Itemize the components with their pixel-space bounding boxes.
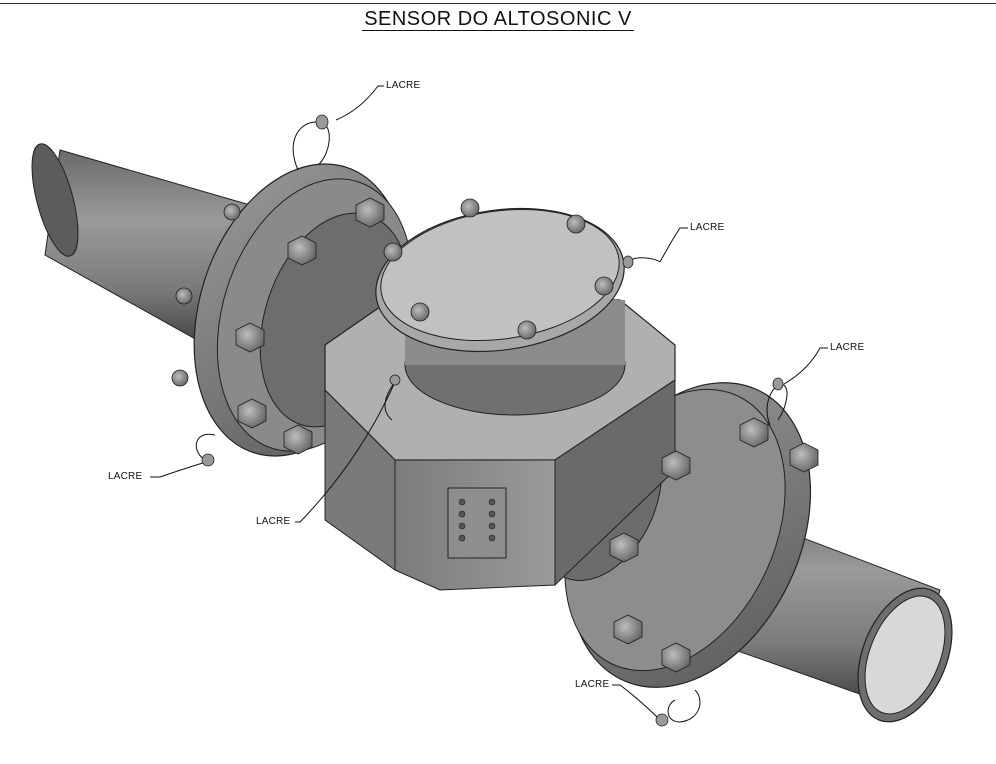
- seal-label-cover: LACRE: [690, 222, 725, 233]
- top-rule: [0, 3, 996, 4]
- seal-label-left-flange-bottom: LACRE: [108, 471, 143, 482]
- right-flange-bolts: [609, 417, 819, 673]
- seal-label-left-flange-top: LACRE: [386, 80, 421, 91]
- nameplate: [447, 487, 507, 559]
- top-cover: [375, 207, 626, 416]
- seal-label-right-flange-bottom: LACRE: [575, 679, 610, 690]
- seal-label-right-flange-top: LACRE: [830, 342, 865, 353]
- drawing-title: SENSOR DO ALTOSONIC V: [362, 8, 634, 31]
- nameplate-screws: [458, 498, 496, 542]
- seal-label-body: LACRE: [256, 516, 291, 527]
- right-pipe-outlet: [857, 587, 953, 723]
- seal-tags: [201, 114, 784, 727]
- cover-bolts: [383, 198, 614, 340]
- left-flange-bolts: [171, 197, 385, 455]
